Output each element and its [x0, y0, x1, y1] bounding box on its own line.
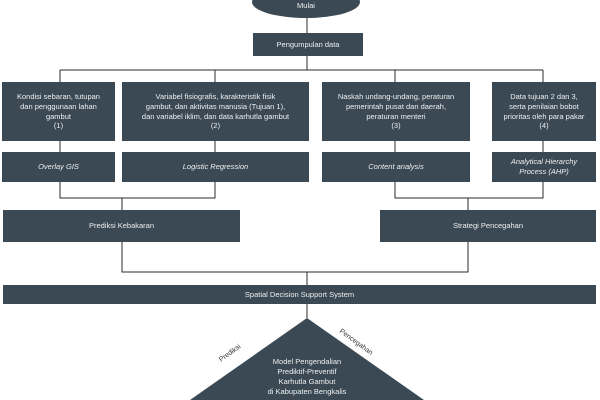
input-label-3: Naskah undang-undang, peraturan pemerint… — [337, 92, 455, 131]
method-label-1: Overlay GIS — [38, 162, 79, 172]
strategy-box: Strategi Pencegahan — [380, 210, 596, 242]
start-label: Mulai — [297, 1, 315, 11]
data-collection-label: Pengumpulan data — [276, 39, 340, 49]
input-box-4: Data tujuan 2 dan 3, serta penilaian bob… — [492, 82, 596, 141]
method-box-ahp: Analytical Hierarchy Process (AHP) — [492, 152, 596, 182]
method-label-3: Content analysis — [368, 162, 424, 172]
model-label: Model Pengendalian Prediktif-Preventif K… — [267, 357, 347, 397]
prediction-label: Prediksi Kebakaran — [88, 221, 155, 231]
input-label-1: Kondisi sebaran, tutupan dan penggunaan … — [17, 92, 100, 131]
start-node: Mulai — [252, 0, 360, 18]
input-label-4: Data tujuan 2 dan 3, serta penilaian bob… — [503, 92, 585, 131]
input-box-2: Variabel fisiografis, karakteristik fisi… — [122, 82, 309, 141]
input-label-2: Variabel fisiografis, karakteristik fisi… — [141, 92, 290, 131]
sdss-bar: Spatial Decision Support System — [3, 285, 596, 304]
strategy-label: Strategi Pencegahan — [452, 221, 524, 231]
input-box-3: Naskah undang-undang, peraturan pemerint… — [322, 82, 470, 141]
data-collection-box: Pengumpulan data — [253, 33, 363, 56]
method-box-content-analysis: Content analysis — [322, 152, 470, 182]
method-box-overlay-gis: Overlay GIS — [2, 152, 115, 182]
method-box-logistic-regression: Logistic Regression — [122, 152, 309, 182]
prediction-box: Prediksi Kebakaran — [3, 210, 240, 242]
input-box-1: Kondisi sebaran, tutupan dan penggunaan … — [2, 82, 115, 141]
method-label-2: Logistic Regression — [182, 162, 249, 172]
sdss-label: Spatial Decision Support System — [244, 289, 355, 299]
method-label-4: Analytical Hierarchy Process (AHP) — [510, 157, 578, 176]
